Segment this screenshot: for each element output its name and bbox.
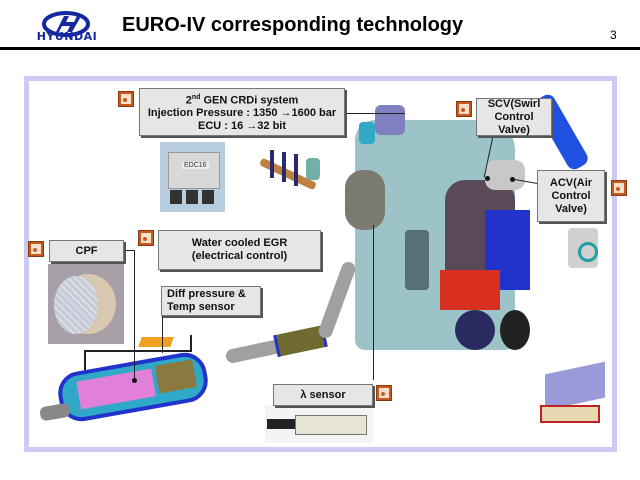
crdi-label: 2nd GEN CRDi system Injection Pressure :… <box>139 88 345 136</box>
cpf-photo <box>48 264 124 344</box>
leader-dot <box>485 176 490 181</box>
ecu-image: EDC16 <box>160 142 225 212</box>
diff-sensor-label: Diff pressure & Temp sensor <box>161 286 261 316</box>
brand-name: HYUNDAI <box>36 30 98 43</box>
slide-title: EURO-IV corresponding technology <box>122 14 464 36</box>
injector-image <box>294 154 298 186</box>
embedded-presentation-icon[interactable] <box>456 101 472 117</box>
leader-line <box>373 225 374 380</box>
sensor-wire <box>84 350 86 370</box>
scv-label: SCV(Swirl Control Valve) <box>476 98 552 136</box>
hyundai-logo-icon <box>42 11 90 37</box>
acv-label: ACV(Air Control Valve) <box>537 170 605 222</box>
cpf-label: CPF <box>49 240 124 262</box>
page-number: 3 <box>610 28 617 42</box>
leader-line <box>134 250 135 380</box>
embedded-presentation-icon[interactable] <box>376 385 392 401</box>
sensor-wire <box>84 350 192 352</box>
leader-dot <box>132 378 137 383</box>
header-divider <box>0 47 640 50</box>
leader-line <box>162 315 163 353</box>
swirl-actuator-image <box>540 405 600 423</box>
leader-dot <box>510 177 515 182</box>
injector-image <box>270 150 274 178</box>
sensor-wire <box>190 335 192 352</box>
embedded-presentation-icon[interactable] <box>28 241 44 257</box>
ecu-tag: EDC16 <box>182 162 209 169</box>
lambda-sensor-photo <box>265 405 373 443</box>
leader-line <box>345 113 405 114</box>
embedded-presentation-icon[interactable] <box>611 180 627 196</box>
pump-image <box>306 158 320 180</box>
throttle-body-image <box>568 228 598 268</box>
lambda-sensor-label: λ sensor <box>273 384 373 406</box>
embedded-presentation-icon[interactable] <box>118 91 134 107</box>
leader-line <box>124 250 134 251</box>
egr-label: Water cooled EGR (electrical control) <box>158 230 321 270</box>
diff-sensor-image <box>138 337 174 347</box>
embedded-presentation-icon[interactable] <box>138 230 154 246</box>
injector-image <box>282 152 286 182</box>
